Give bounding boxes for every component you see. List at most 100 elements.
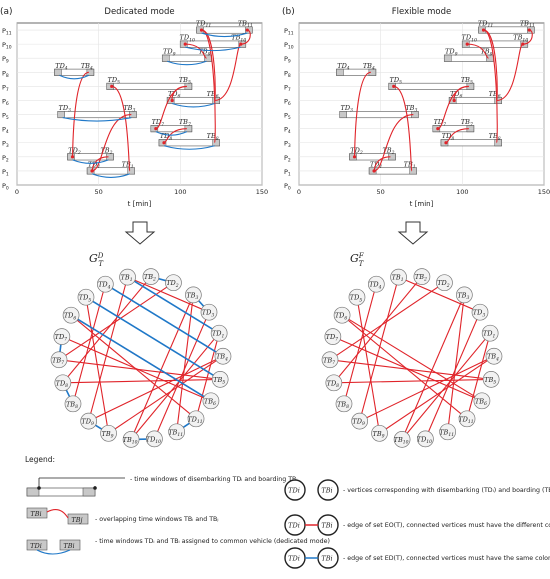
x-tick-label: 100: [174, 188, 186, 196]
x-tick-label: 150: [256, 188, 268, 196]
edge-eo: [333, 378, 492, 384]
graph-vertex: [321, 351, 339, 369]
tb-label: TB1: [122, 160, 134, 170]
y-tick-label: P4: [2, 126, 9, 136]
tb-label: TB10: [513, 34, 528, 44]
x-tick-label: 100: [456, 188, 468, 196]
edge-eo: [398, 276, 481, 313]
graph-vertex: [64, 395, 82, 413]
edge-eo: [329, 282, 445, 361]
legend-item: - time windows TDᵢ and TBᵢ assigned to c…: [95, 538, 330, 545]
tb-label: TB11: [520, 20, 535, 30]
edge-eo: [130, 294, 194, 440]
x-tick-label: 50: [377, 188, 385, 196]
tb-window: [494, 139, 502, 147]
graph-vertex: [417, 430, 434, 448]
edge-ed: [127, 276, 220, 334]
vertex-label: TD9: [352, 418, 365, 428]
td-label: TD8: [442, 132, 455, 142]
td-label: TD10: [180, 34, 195, 44]
legend-vertex-label: TDi: [288, 487, 300, 495]
edge-eo: [130, 332, 220, 440]
tb-label: TB2: [100, 146, 112, 156]
y-tick-label: P4: [284, 126, 291, 136]
tb-label: TB5: [179, 76, 191, 86]
y-tick-label: P6: [284, 97, 291, 107]
graph-vertex: [485, 347, 503, 365]
connector-dot: [444, 141, 448, 145]
graph-vertex: [335, 395, 353, 413]
vehicle-connector: [201, 32, 248, 38]
vertex-label: TB1: [392, 274, 404, 284]
vertex-label: TD2: [166, 279, 179, 289]
connector-dot: [110, 84, 114, 88]
td-label: TD5: [108, 76, 121, 86]
td-label: TD2: [350, 146, 363, 156]
plot-frame: [298, 22, 545, 186]
overlap-connector: [71, 71, 90, 158]
td-label: TD10: [462, 34, 477, 44]
panel-title: Flexible mode: [392, 7, 452, 17]
connector-dot: [90, 169, 94, 173]
graph-vertex: [142, 268, 160, 285]
edge-eo: [379, 355, 495, 434]
graph-vertex: [200, 303, 218, 321]
edge-eo: [333, 276, 423, 384]
tb-label: TB6: [207, 90, 219, 100]
tb-label: TB8: [207, 132, 219, 142]
td-label: TD8: [160, 132, 173, 142]
vertex-label: TD8: [56, 379, 69, 389]
graph-vertex: [77, 288, 95, 306]
tb-label: TB6: [489, 90, 501, 100]
vertex-label: TD7: [326, 333, 339, 343]
graph-vertex: [348, 288, 366, 306]
legend-vertex-label: TBi: [321, 522, 332, 530]
time-window-bar: [158, 139, 220, 147]
legend-vertex-label: TBi: [321, 555, 332, 563]
legend-item: - overlapping time windows TBᵢ and TBⱼ: [95, 516, 218, 523]
td-label: TD1: [370, 160, 382, 170]
vertex-label: TB2: [144, 273, 156, 283]
overlap-connector: [373, 114, 414, 172]
edge-ed: [70, 314, 212, 402]
vehicle-connector: [185, 46, 241, 52]
legend-vertex: [284, 479, 306, 501]
tb-label: TB9: [480, 48, 492, 58]
vertex-label: TB11: [439, 428, 454, 438]
legend-vertex-label: TBi: [321, 487, 332, 495]
edge-ed: [104, 283, 224, 357]
y-tick-label: P11: [284, 27, 294, 37]
edge-eo: [359, 355, 495, 422]
edge-eo: [401, 294, 465, 440]
vehicle-connector: [91, 173, 130, 178]
graph-vertex: [210, 324, 228, 342]
graph-vertex: [187, 410, 205, 428]
vertex-label: TB10: [123, 436, 138, 446]
vertex-label: TB5: [213, 376, 225, 386]
vertex-label: TB7: [323, 356, 335, 366]
overlap-connector: [155, 85, 187, 130]
tb-window: [409, 167, 417, 175]
td-label: TD1: [88, 160, 100, 170]
y-tick-label: P5: [2, 112, 9, 122]
y-tick-label: P1: [2, 168, 9, 178]
vertex-label: TD7: [55, 333, 68, 343]
tb-label: TB10: [231, 34, 246, 44]
legend-label: TDi: [30, 542, 42, 550]
tb-window: [212, 139, 220, 147]
vertex-label: TB2: [415, 273, 427, 283]
vertex-label: TD1: [483, 330, 495, 340]
edge-eo: [401, 332, 491, 440]
graph-vertex: [333, 306, 351, 324]
vertex-label: TB10: [394, 436, 409, 446]
tb-window: [127, 167, 135, 175]
vertex-label: TD6: [64, 312, 77, 322]
vertex-label: TB8: [66, 400, 78, 410]
edge-eo: [447, 294, 465, 432]
graph-vertex: [202, 392, 220, 410]
y-tick-label: P0: [2, 182, 9, 192]
td-window: [339, 111, 347, 119]
